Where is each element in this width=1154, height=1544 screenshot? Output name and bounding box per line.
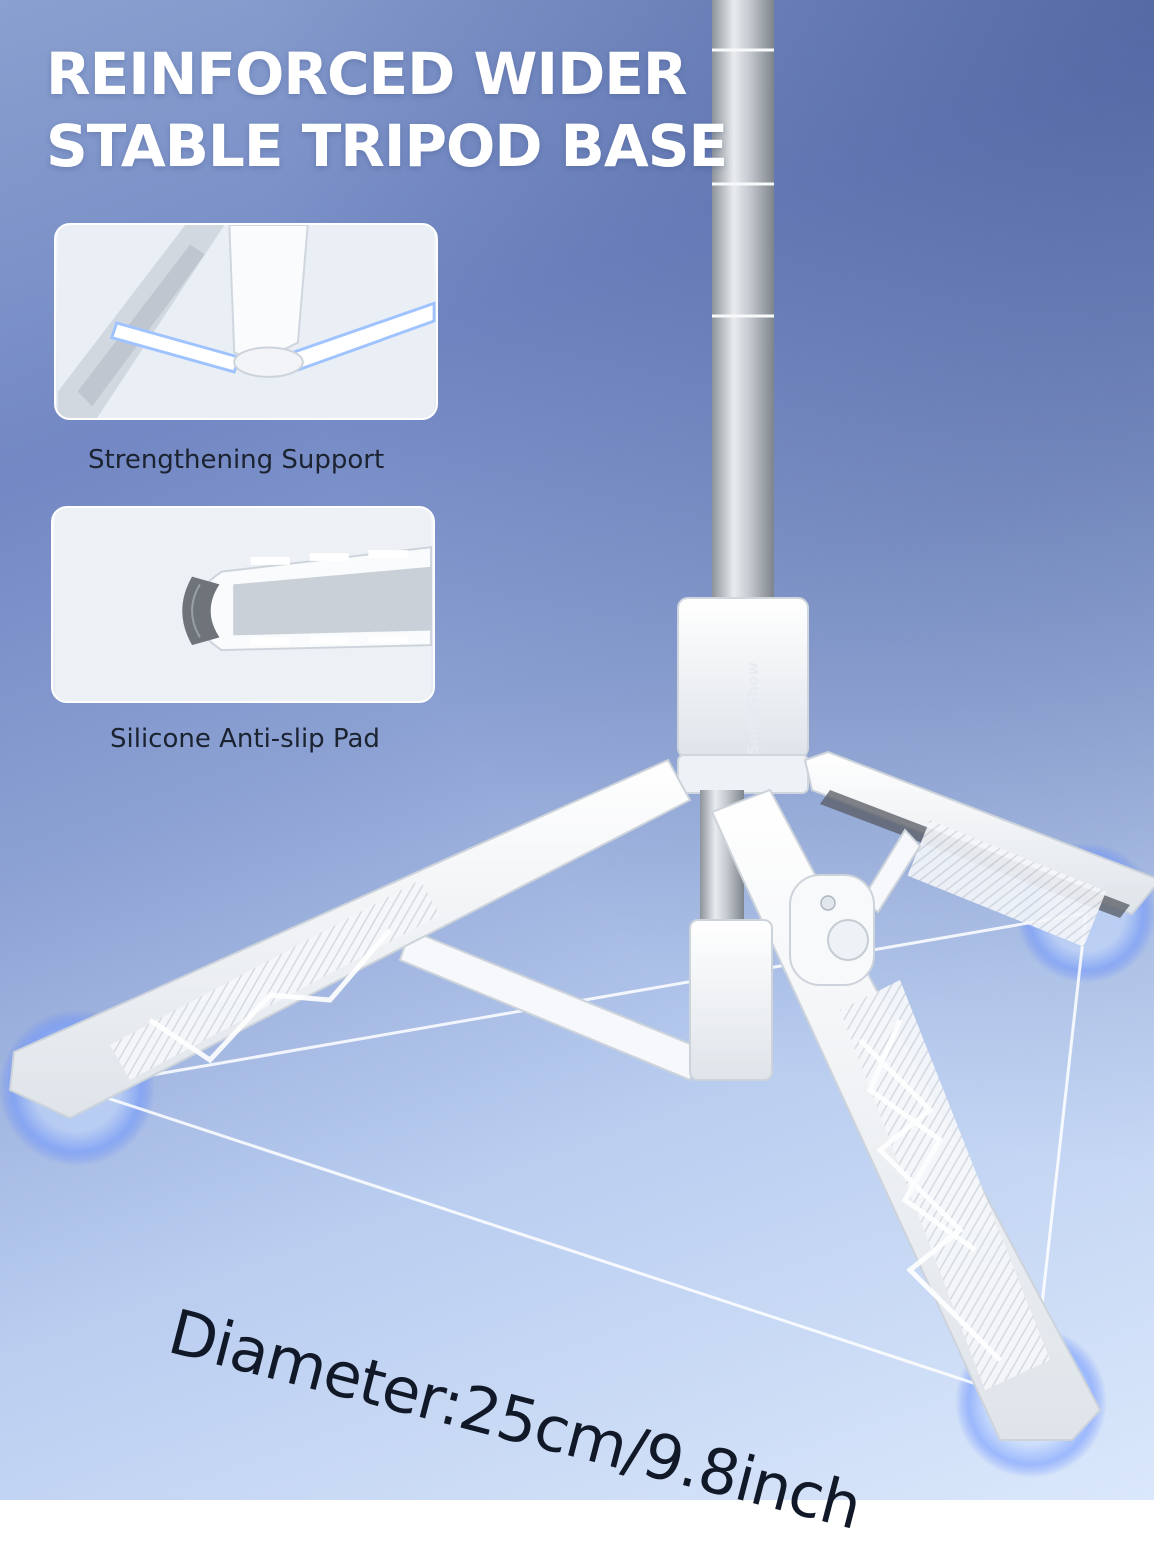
strengthening-support-caption: Strengthening Support: [88, 445, 385, 475]
center-hub: [677, 597, 809, 759]
headline: REINFORCED WIDER STABLE TRIPOD BASE: [46, 38, 728, 182]
telescopic-pole: [712, 0, 774, 610]
silicone-pad-closeup: [51, 506, 435, 703]
power-button: [820, 895, 836, 911]
tripod-product-image: [0, 0, 1154, 1478]
headline-line-1: REINFORCED WIDER: [46, 40, 688, 108]
headline-line-2: STABLE TRIPOD BASE: [46, 112, 728, 180]
strengthening-support-closeup: [54, 223, 438, 420]
silicone-pad-icon: [54, 508, 433, 701]
shutter-button: [827, 919, 869, 961]
silicone-pad-caption: Silicone Anti-slip Pad: [110, 724, 380, 754]
brand-label: SelfieShow: [744, 661, 762, 755]
strengthening-support-icon: [57, 225, 436, 418]
leg-back-right: [803, 750, 1154, 916]
